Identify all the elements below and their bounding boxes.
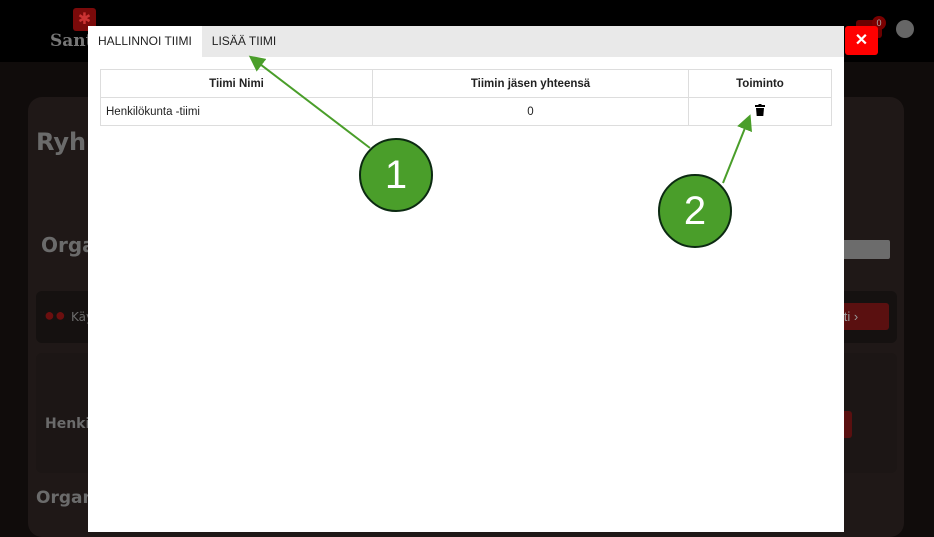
manage-team-modal: HALLINNOI TIIMI LISÄÄ TIIMI Tiimi Nimi T…	[88, 26, 844, 532]
tab-add-team[interactable]: LISÄÄ TIIMI	[211, 34, 277, 48]
bg-heading: Henki	[45, 416, 91, 432]
users-icon: ●●	[44, 305, 66, 325]
modal-tabs: HALLINNOI TIIMI LISÄÄ TIIMI	[88, 26, 844, 57]
tab-manage-team[interactable]: HALLINNOI TIIMI	[88, 26, 202, 57]
action-cell	[688, 97, 832, 126]
logo-icon[interactable]: ✱	[73, 8, 96, 31]
annotation-marker-1: 1	[359, 138, 433, 212]
logo-text: Santi	[50, 31, 100, 51]
bg-heading: Orga	[41, 233, 96, 257]
bg-row-text: Käy	[71, 310, 94, 324]
table-header-row: Tiimi Nimi Tiimin jäsen yhteensä Toimint…	[100, 69, 832, 98]
team-name-cell: Henkilökunta -tiimi	[100, 97, 373, 126]
table-row: Henkilökunta -tiimi 0	[100, 97, 832, 126]
annotation-marker-2: 2	[658, 174, 732, 248]
annotation-arrow-2	[722, 114, 752, 184]
bg-heading: Ryh	[36, 128, 87, 156]
bg-heading: Organ	[36, 488, 95, 508]
avatar[interactable]	[896, 20, 914, 38]
column-header-member-count: Tiimin jäsen yhteensä	[372, 69, 689, 98]
close-modal-button[interactable]: ✕	[845, 26, 878, 55]
teams-table: Tiimi Nimi Tiimin jäsen yhteensä Toimint…	[100, 69, 832, 126]
delete-icon[interactable]	[755, 104, 765, 116]
member-count-cell: 0	[372, 97, 689, 126]
annotation-arrow-1	[248, 55, 371, 149]
